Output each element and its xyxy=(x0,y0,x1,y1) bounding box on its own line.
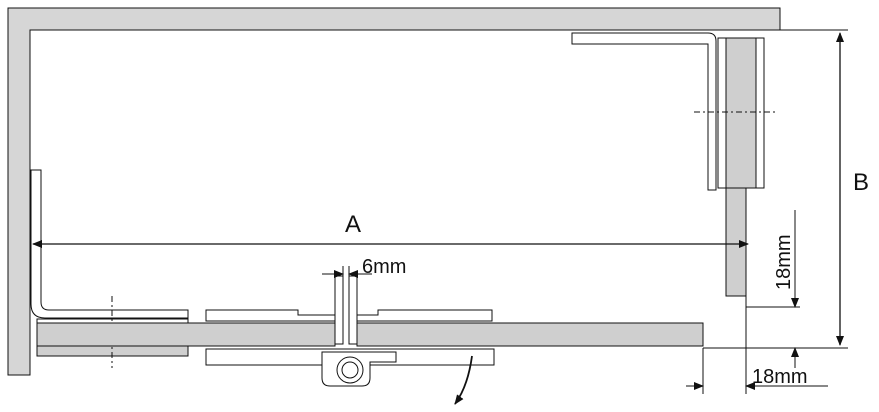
dimension-6mm: 6mm xyxy=(322,256,406,280)
top-mounting-plate xyxy=(571,32,717,191)
left-panel xyxy=(36,322,336,347)
left-mounting-plate xyxy=(30,169,189,319)
dimension-a: A xyxy=(32,211,749,248)
dim-a-label: A xyxy=(345,211,361,238)
thickness-bottom-label: 18mm xyxy=(752,366,808,388)
top-hinge xyxy=(694,37,776,189)
wall xyxy=(7,7,781,376)
dim-b-label: B xyxy=(853,169,869,196)
dimension-18mm-bottom: 18mm xyxy=(686,348,828,394)
dimension-18mm-vertical: 18mm xyxy=(703,210,800,394)
center-hinge xyxy=(205,275,495,387)
vertical-panel xyxy=(725,187,747,297)
gap-6mm-label: 6mm xyxy=(362,256,406,278)
thickness-vertical-label: 18mm xyxy=(773,234,795,290)
right-panel xyxy=(356,322,704,347)
swing-arrow xyxy=(454,355,473,405)
